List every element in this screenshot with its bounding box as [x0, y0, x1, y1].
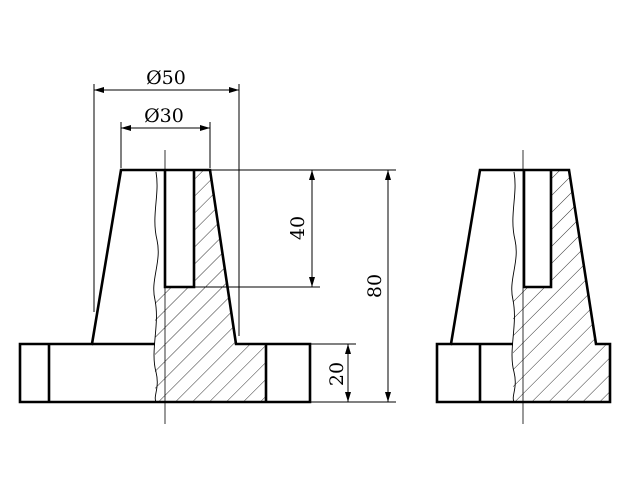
side-break-line: [511, 171, 517, 403]
front-bore: [163, 170, 196, 289]
front-view: [18, 150, 312, 424]
side-view: [435, 150, 612, 424]
dim-total-height: 80: [364, 274, 386, 298]
dim-base-height: 20: [326, 362, 348, 386]
dim-inner-diameter: Ø30: [144, 105, 184, 127]
dim-hole-depth: 40: [287, 216, 309, 240]
side-outline: [435, 168, 612, 404]
dim-outer-diameter: Ø50: [146, 67, 186, 89]
dimensions: Ø50 Ø30 40 80 20: [93, 67, 396, 403]
side-bore: [522, 170, 553, 289]
side-section-hatch: [513, 170, 610, 402]
front-break-line: [153, 171, 159, 403]
